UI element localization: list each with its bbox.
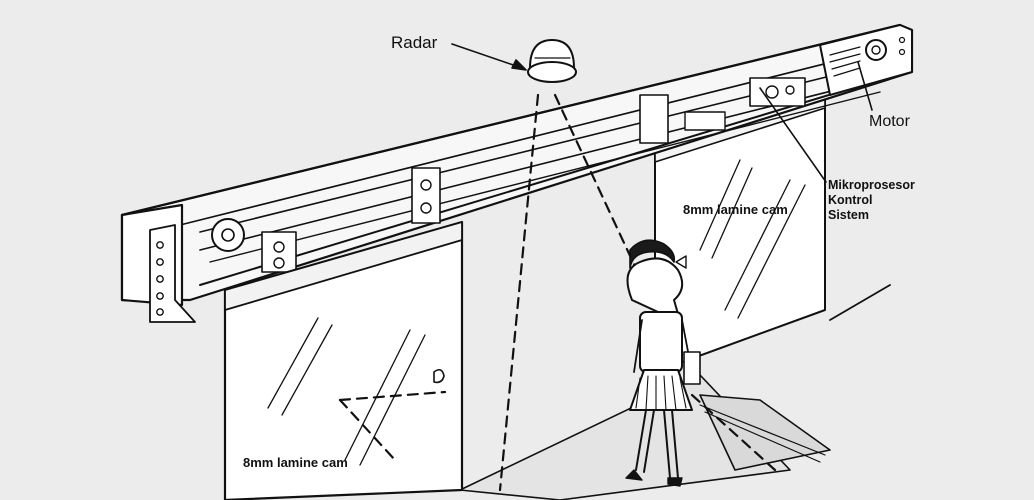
controller-label: Mikroprosesor Kontrol Sistem <box>828 178 915 223</box>
controller-label-line-1: Mikroprosesor <box>828 178 915 192</box>
controller-label-line-2: Kontrol <box>828 193 873 207</box>
left-glass-label: 8mm lamine cam <box>243 455 348 470</box>
radar-label: Radar <box>391 33 438 52</box>
right-glass-label: 8mm lamine cam <box>683 202 788 217</box>
motor-label: Motor <box>869 113 910 130</box>
floor <box>459 284 891 500</box>
leader-arrows <box>451 43 873 183</box>
header-rail <box>120 23 914 323</box>
person-figure <box>625 239 701 487</box>
controller-label-line-3: Sistem <box>828 208 869 222</box>
left-glass-door <box>223 220 464 500</box>
radar-sensor <box>527 39 577 83</box>
